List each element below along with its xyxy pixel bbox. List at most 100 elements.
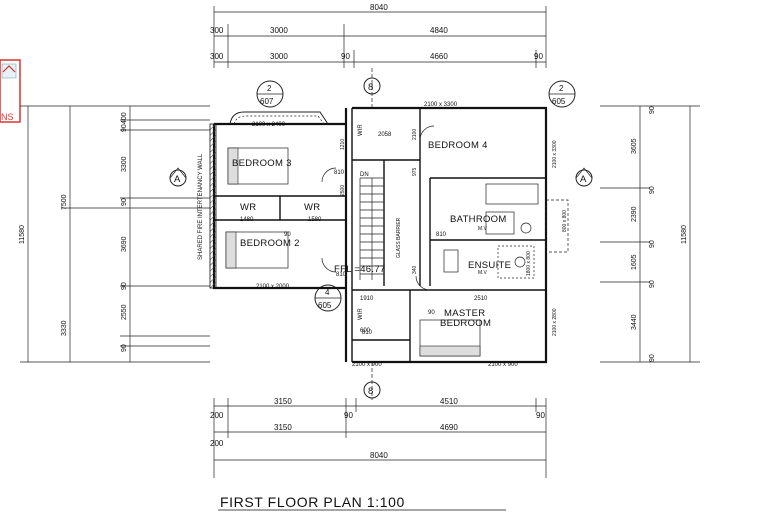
detail-marker-bottom-left: 4 605 — [314, 284, 342, 312]
dim-right-total: 11580 — [681, 225, 688, 244]
dim-top-r2-d: 4660 — [430, 52, 448, 61]
dim-left-90a: 90 — [121, 124, 128, 132]
detail-marker-top-left: 2 607 — [256, 80, 284, 108]
dim-right-90d: 90 — [649, 280, 656, 288]
room-ensuite: ENSUITE — [468, 260, 511, 271]
dim-810b: 810 — [436, 232, 447, 238]
window-bottom-right: 2100 x 900 — [488, 362, 518, 368]
dim-left-3690: 3690 — [121, 236, 128, 252]
walls — [209, 106, 548, 364]
window-right-upper: 2100 x 3300 — [552, 140, 558, 168]
dim-left-total: 11580 — [19, 225, 26, 244]
dim-left-90c: 90 — [121, 282, 128, 290]
dim-right-90c: 90 — [649, 240, 656, 248]
detail-tl-num: 2 — [267, 84, 272, 93]
stair-dn: DN — [360, 172, 369, 178]
dim-left-7500: 7500 — [61, 194, 68, 210]
room-bedroom3: BEDROOM 3 — [232, 158, 292, 169]
mv-ensuite: M.V — [478, 270, 488, 276]
window-top-right: 2100 x 3300 — [424, 102, 458, 108]
bottom-dimensions: 3150 4510 200 90 90 3150 4690 200 8040 — [210, 397, 547, 478]
dim-left-3330: 3330 — [61, 320, 68, 336]
room-wir2: WIR — [358, 308, 364, 320]
section-marker-left: A — [169, 167, 187, 187]
grid-label-top: 8 — [368, 82, 374, 93]
detail-tr-sheet: 605 — [552, 97, 566, 106]
grid-label-bottom: 8 — [368, 386, 374, 397]
logo-text: NS — [1, 112, 14, 122]
balcony-railing — [229, 111, 329, 125]
dim-bot-r2-b: 3150 — [274, 423, 292, 432]
top-dimensions: 8040 300 3000 4840 300 3000 90 4660 90 — [210, 3, 547, 68]
grid-marker-bottom: 8 — [363, 362, 381, 400]
dim-top-r1-a: 300 — [210, 26, 224, 35]
dim-90b: 90 — [428, 310, 435, 316]
bed-bedroom3 — [227, 147, 289, 185]
dim-bot-r2-a: 200 — [210, 439, 224, 448]
dim-1210: 1210 — [340, 139, 346, 150]
dim-right-90a: 90 — [649, 106, 656, 114]
window-right-lower: 2100 x 2800 — [552, 308, 558, 336]
room-wr2: WR — [304, 202, 320, 213]
dim-left-2550: 2550 — [121, 304, 128, 320]
plan-title: FIRST FLOOR PLAN 1:100 — [220, 494, 405, 510]
bed-bedroom2 — [225, 231, 289, 269]
detail-tl-sheet: 607 — [260, 97, 274, 106]
ffl-label: FFL =46.77 — [334, 264, 386, 275]
detail-bl-num: 4 — [325, 288, 330, 297]
dim-810a: 810 — [334, 170, 345, 176]
glass-barrier: GLASS BARRIER — [396, 217, 402, 258]
dim-left-3300: 3300 — [121, 156, 128, 172]
shared-wall-label: SHARED FIRE INTERTENANCY WALL — [198, 153, 204, 260]
room-wir: WIR — [358, 124, 364, 136]
window-top: 2100 x 2400 — [252, 122, 286, 128]
window-bottom-mid: 2100 x 900 — [352, 362, 382, 368]
window-bottom-left: 2100 x 2000 — [256, 284, 290, 290]
section-marker-right: A — [575, 167, 593, 187]
company-logo: NS — [0, 59, 21, 123]
dim-1580: 1580 — [308, 217, 322, 223]
dim-right-90e: 90 — [649, 354, 656, 362]
detail-bl-sheet: 605 — [318, 301, 332, 310]
mv-bathroom: M.V — [478, 226, 488, 232]
bath-window: 800 x 800 — [562, 210, 568, 232]
section-right-label: A — [580, 174, 587, 185]
dim-2100v: 2100 — [412, 129, 418, 140]
detail-tr-num: 2 — [559, 84, 564, 93]
room-wr1: WR — [240, 202, 256, 213]
dim-810d: 810 — [362, 330, 373, 336]
dim-top-total: 8040 — [370, 3, 388, 12]
dim-bot-r2-c: 4690 — [440, 423, 458, 432]
dim-90: 90 — [284, 232, 291, 238]
room-bedroom2: BEDROOM 2 — [240, 238, 300, 249]
bathroom-fixtures — [443, 183, 569, 279]
dim-bot-r1-d: 4510 — [440, 397, 458, 406]
dim-right-3605: 3605 — [631, 138, 638, 154]
dim-left-90d: 90 — [121, 344, 128, 352]
dim-975: 975 — [412, 167, 418, 176]
dim-top-r2-a: 300 — [210, 52, 224, 61]
door-swings — [321, 125, 435, 291]
dim-bot-total: 8040 — [370, 451, 388, 460]
room-master-1: MASTER — [444, 308, 485, 319]
dim-top-r2-e: 90 — [534, 52, 543, 61]
dim-right-90b: 90 — [649, 186, 656, 194]
dim-top-r1-b: 3000 — [270, 26, 288, 35]
dim-2500: 2500 — [340, 185, 346, 196]
right-dimensions: 90 3605 90 2390 90 1605 90 3440 90 11580 — [600, 105, 700, 363]
section-left-label: A — [174, 174, 181, 185]
dim-left-400: 400 — [121, 112, 128, 124]
dim-2510: 2510 — [474, 296, 488, 302]
dim-bot-r1-c: 90 — [344, 411, 353, 420]
dim-left-90b: 90 — [121, 198, 128, 206]
dim-bot-r1-b: 3150 — [274, 397, 292, 406]
window-bath: 1800 x 800 — [526, 251, 532, 276]
room-bathroom: BATHROOM — [450, 214, 507, 225]
dim-top-r2-b: 3000 — [270, 52, 288, 61]
dim-1910: 1910 — [360, 296, 374, 302]
dim-810c: 810 — [336, 272, 347, 278]
room-bedroom4: BEDROOM 4 — [428, 140, 488, 151]
dim-2058: 2058 — [378, 132, 392, 138]
stair — [359, 177, 384, 280]
